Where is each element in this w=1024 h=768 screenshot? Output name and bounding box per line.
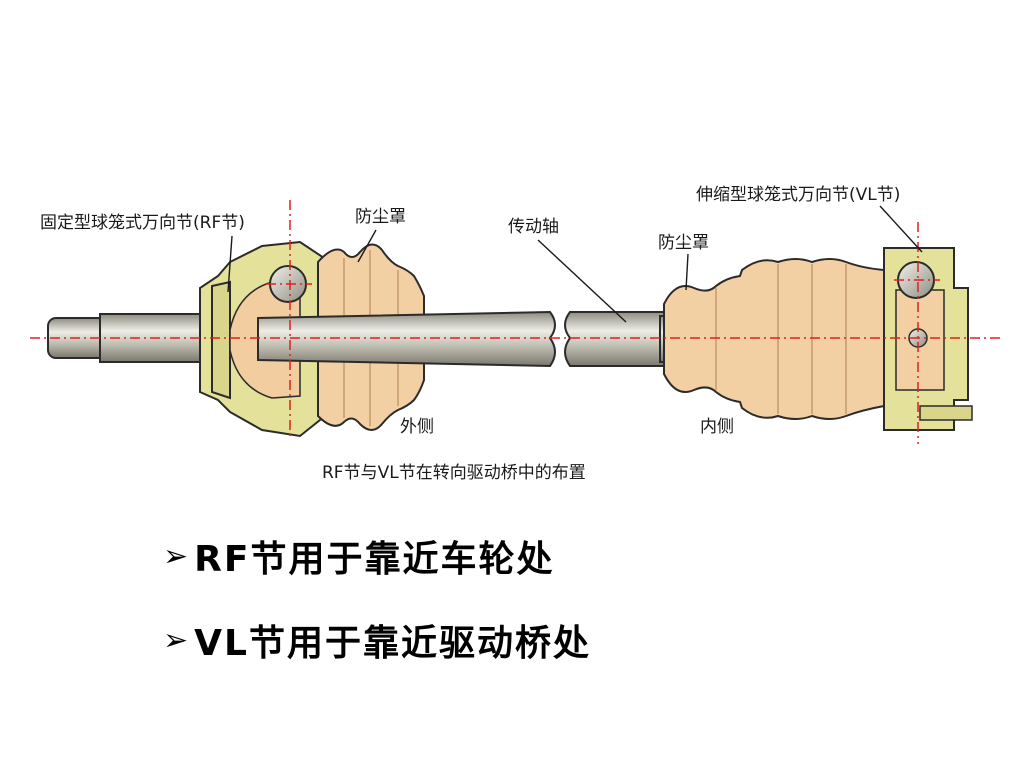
vl-housing-lug: [919, 405, 973, 421]
drive-shaft-label: 传动轴: [508, 217, 559, 237]
drive-shaft-left-segment: [257, 310, 556, 368]
outer-boot-leader: [357, 229, 377, 263]
outer-side-label: 外侧: [400, 417, 434, 437]
inner-boot-label: 防尘罩: [658, 233, 709, 253]
rf-joint-leader: [227, 235, 233, 293]
inner-boot-leader: [685, 253, 689, 291]
centerlines: [30, 200, 1000, 444]
vl-joint-assembly: [663, 247, 973, 431]
vl-joint-leader: [879, 205, 923, 253]
leader-lines: [227, 205, 923, 323]
drive-shaft-diagram: 固定型球笼式万向节(RF节) 防尘罩 传动轴 防尘罩 伸缩型球笼式万向节(VL节…: [30, 185, 1000, 483]
outer-boot-label: 防尘罩: [355, 207, 406, 227]
rf-housing-flange: [211, 280, 231, 400]
arrow-bullet-icon: ➢: [163, 538, 191, 574]
bullet-item: ➢ VL节用于靠近驱动桥处: [163, 616, 591, 665]
bullet-text: RF节用于靠近车轮处: [194, 539, 555, 580]
bullet-item: ➢ RF节用于靠近车轮处: [163, 532, 591, 581]
vl-joint-label: 伸缩型球笼式万向节(VL节): [696, 185, 900, 205]
inner-boot: [663, 258, 885, 420]
arrow-bullet-icon: ➢: [163, 622, 191, 658]
drive-shaft-leader: [537, 239, 627, 323]
bullet-text: VL节用于靠近驱动桥处: [194, 623, 591, 664]
bullet-list: ➢ RF节用于靠近车轮处 ➢ VL节用于靠近驱动桥处: [163, 532, 591, 700]
diagram-caption: RF节与VL节在转向驱动桥中的布置: [322, 463, 586, 483]
inner-side-label: 内侧: [700, 417, 734, 437]
rf-joint-label: 固定型球笼式万向节(RF节): [40, 213, 245, 233]
